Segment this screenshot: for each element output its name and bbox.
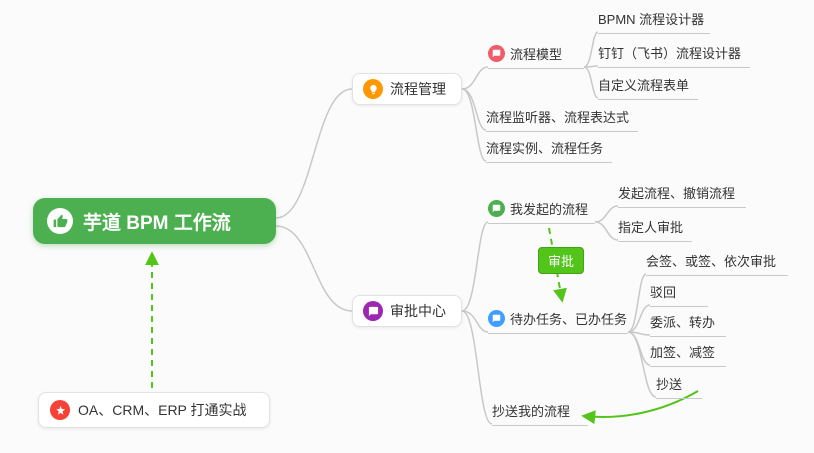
node-delegate-transfer[interactable]: 委派、转办: [650, 312, 726, 337]
node-label: 钉钉（飞书）流程设计器: [598, 46, 742, 61]
node-label: 会签、或签、依次审批: [646, 254, 777, 269]
root-node[interactable]: 芋道 BPM 工作流: [33, 198, 276, 244]
edge-label-text: 审批: [548, 254, 575, 269]
lightbulb-icon: [363, 79, 383, 99]
node-label: 抄送: [656, 377, 683, 392]
node-dingtalk-designer[interactable]: 钉钉（飞书）流程设计器: [598, 43, 750, 68]
branch-label: 审批中心: [390, 303, 446, 319]
node-countersign[interactable]: 会签、或签、依次审批: [646, 251, 788, 276]
node-label: 流程监听器、流程表达式: [486, 110, 630, 125]
star-icon: [50, 400, 70, 420]
node-assignee-approval[interactable]: 指定人审批: [618, 217, 692, 242]
node-process-model[interactable]: 流程模型: [488, 44, 584, 69]
node-label: 指定人审批: [618, 220, 684, 235]
edge-label-approval[interactable]: 审批: [538, 247, 585, 274]
node-label: 发起流程、撤销流程: [618, 186, 736, 201]
node-label: 待办任务、已办任务: [510, 312, 628, 327]
branch-label: 流程管理: [390, 81, 446, 97]
chat-bubble-icon: [488, 45, 505, 62]
thumbs-up-icon: [47, 208, 73, 234]
node-label: 流程实例、流程任务: [486, 141, 604, 156]
node-label: 委派、转办: [650, 315, 716, 330]
node-custom-form[interactable]: 自定义流程表单: [598, 75, 698, 100]
chat-bubble-icon: [488, 310, 505, 327]
root-label: 芋道 BPM 工作流: [83, 212, 231, 234]
chat-bubble-icon: [363, 301, 383, 321]
node-label: 加签、减签: [650, 345, 716, 360]
node-label: 自定义流程表单: [598, 78, 690, 93]
node-label: OA、CRM、ERP 打通实战: [78, 402, 247, 418]
node-instance-task[interactable]: 流程实例、流程任务: [486, 138, 612, 163]
node-cc-my-process[interactable]: 抄送我的流程: [492, 401, 588, 426]
node-reject[interactable]: 驳回: [650, 282, 708, 307]
node-initiate-cancel[interactable]: 发起流程、撤销流程: [618, 183, 746, 208]
node-label: 抄送我的流程: [492, 404, 571, 419]
node-listener-expression[interactable]: 流程监听器、流程表达式: [486, 107, 638, 132]
node-cc[interactable]: 抄送: [656, 374, 702, 399]
node-practice-integration[interactable]: OA、CRM、ERP 打通实战: [38, 392, 270, 428]
node-label: 驳回: [650, 285, 677, 300]
branch-process-management[interactable]: 流程管理: [352, 73, 462, 105]
node-label: BPMN 流程设计器: [598, 12, 705, 27]
node-label: 流程模型: [510, 47, 563, 62]
chat-bubble-icon: [488, 200, 505, 217]
node-bpmn-designer[interactable]: BPMN 流程设计器: [598, 9, 710, 34]
branch-approval-center[interactable]: 审批中心: [352, 295, 462, 327]
node-add-remove-sign[interactable]: 加签、减签: [650, 342, 726, 367]
node-label: 我发起的流程: [510, 202, 589, 217]
node-todo-done-tasks[interactable]: 待办任务、已办任务: [488, 309, 628, 334]
node-my-initiated[interactable]: 我发起的流程: [488, 199, 595, 224]
